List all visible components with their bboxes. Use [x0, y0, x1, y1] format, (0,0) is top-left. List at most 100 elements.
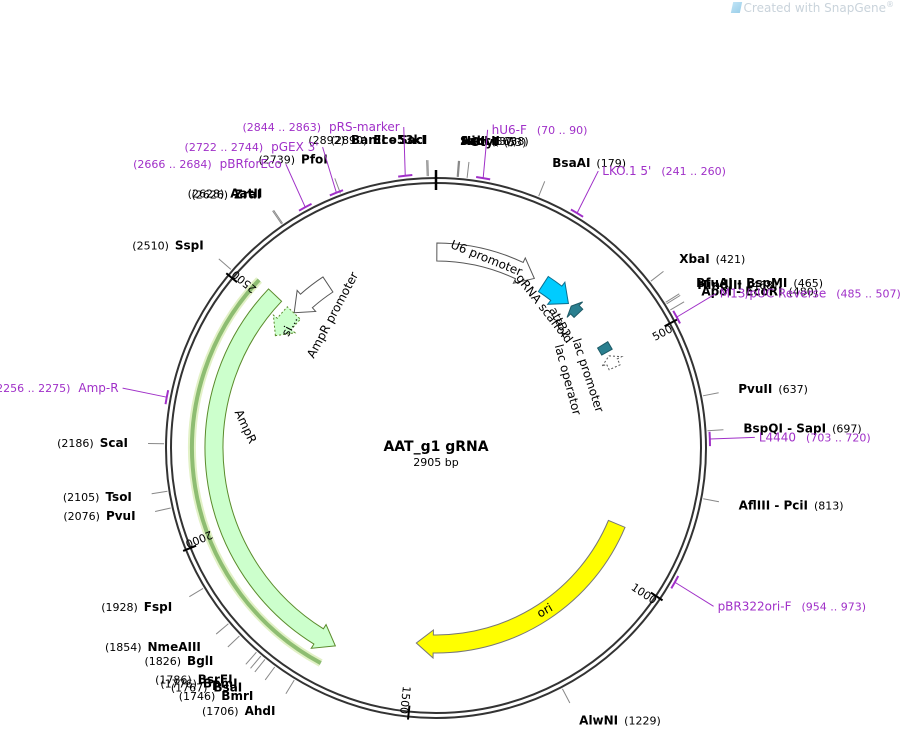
site-name: SspI: [175, 239, 204, 253]
site-name: HindIII: [697, 278, 742, 292]
site-name: PfoI: [301, 153, 328, 167]
site-pvui[interactable]: (2076)PvuI: [63, 509, 135, 523]
site-bsrfi[interactable]: (1786)BsrFI: [155, 672, 232, 686]
site-tick: [665, 293, 680, 303]
site-sali[interactable]: SalI (36): [460, 134, 514, 148]
site-tsoi[interactable]: (2105)TsoI: [63, 490, 132, 504]
tick-label: 1500: [397, 685, 413, 714]
primer-lko-1-5[interactable]: LKO.1 5'(241 .. 260): [602, 164, 726, 178]
site-position: (1928): [101, 601, 138, 614]
site-name: PvuI: [106, 509, 136, 523]
site-alwni[interactable]: AlwNI(1229): [579, 714, 661, 728]
site-styi[interactable]: StyI(53): [471, 135, 526, 149]
site-bpmi[interactable]: (1776)BpmI: [160, 677, 237, 691]
site-aatii[interactable]: (2628)AatII: [188, 187, 263, 201]
site-eco53ki[interactable]: (2890)Eco53kI: [331, 133, 426, 147]
feature-u6-promoter[interactable]: [436, 242, 536, 284]
site-bsaai[interactable]: BsaAI(179): [552, 156, 626, 170]
feature-attb2[interactable]: [566, 301, 584, 319]
site-tick: [154, 507, 171, 512]
site-tick: [273, 209, 284, 224]
feature-ampr[interactable]: [204, 288, 337, 649]
primer-prs-marker[interactable]: (2844 .. 2863)pRS-marker: [242, 120, 399, 134]
primer-text: (2666 .. 2684)pBRforEco: [133, 157, 282, 171]
primer-leader: [709, 436, 755, 440]
primer-pbrforeco[interactable]: (2666 .. 2684)pBRforEco: [133, 157, 282, 171]
site-zrai[interactable]: (2626)ZraI: [191, 187, 261, 201]
primer-hu6-f[interactable]: hU6-F(70 .. 90): [492, 123, 588, 137]
site-hindiii[interactable]: HindIII (468): [697, 278, 777, 292]
site-nmeaiii[interactable]: (1854)NmeAIII: [105, 640, 201, 654]
tick-mark: [182, 544, 197, 552]
site-position: (468): [748, 279, 778, 292]
feature-ampr-promoter[interactable]: [293, 276, 334, 314]
primer-text: (2256 .. 2275)Amp-R: [0, 381, 119, 395]
site-position: (813): [814, 499, 844, 512]
site-sspi[interactable]: (2510)SspI: [132, 239, 203, 253]
site-apoi-ecori[interactable]: ApoI - EcoRI(480): [701, 285, 818, 299]
primer-name: pBR322ori-F: [718, 599, 792, 613]
site-text: AlwNI(1229): [579, 714, 661, 728]
primer-name: L4440: [759, 430, 796, 444]
restriction-site-layer: SalI(36)AccI(37)HincII(38)StyI(53)BsaAI(…: [57, 133, 862, 728]
site-text: SalI (36): [460, 134, 514, 148]
site-tick: [426, 160, 428, 177]
site-scai[interactable]: (2186)ScaI: [57, 436, 128, 450]
site-bspqi-sapi[interactable]: BspQI - SapI(697): [743, 422, 861, 436]
watermark-brand: SnapGene: [824, 1, 886, 15]
site-tick: [218, 258, 232, 270]
primer-amp-r[interactable]: (2256 .. 2275)Amp-R: [0, 381, 119, 395]
feature-ori[interactable]: [415, 519, 626, 660]
primer-leader: [482, 129, 489, 179]
site-pfoi[interactable]: (2739)PfoI: [258, 153, 327, 167]
site-text: (1854)NmeAIII: [105, 640, 201, 654]
site-position: (465): [793, 277, 823, 290]
feature-si[interactable]: [272, 306, 302, 337]
site-xbai[interactable]: XbaI(421): [679, 252, 745, 266]
site-ahdi[interactable]: (1706)AhdI: [202, 704, 275, 718]
site-text: HincII(38): [461, 134, 528, 148]
site-acci[interactable]: AccI(37): [461, 134, 518, 148]
site-position: (1767): [171, 681, 208, 694]
primer-m13-puc-reverse[interactable]: M13/pUC Reverse(485 .. 507): [720, 287, 901, 301]
site-name: AccI: [461, 134, 489, 148]
site-name: SalI: [460, 134, 485, 148]
primer-l4440[interactable]: L4440(703 .. 720): [759, 430, 871, 444]
site-fspi[interactable]: (1928)FspI: [101, 600, 172, 614]
site-bsai[interactable]: (1767)BsaI: [171, 680, 242, 694]
site-tick: [466, 161, 470, 178]
primer-name: pBRforEco: [220, 157, 282, 171]
primer-pbr322ori-f[interactable]: pBR322ori-F(954 .. 973): [718, 599, 867, 613]
site-bmri[interactable]: (1746)BmrI: [179, 689, 254, 703]
site-position: (1706): [202, 705, 239, 718]
feature-lac-operator[interactable]: [596, 340, 613, 356]
feature-lac-promoter[interactable]: [600, 355, 624, 371]
feature-grna-scaffold[interactable]: [537, 275, 570, 305]
site-text: PvuII(637): [738, 382, 808, 396]
site-text: AccI(37): [461, 134, 518, 148]
site-text: (1786)BsrFI: [155, 672, 232, 686]
site-pvuii[interactable]: PvuII(637): [738, 382, 808, 396]
site-text: (1706)AhdI: [202, 704, 275, 718]
primer-range: (2256 .. 2275): [0, 382, 70, 395]
site-position: (2628): [188, 188, 225, 201]
site-bgli[interactable]: (1826)BglI: [144, 654, 213, 668]
site-text: (1767)BsaI: [171, 680, 242, 694]
site-bfuai-bspmi[interactable]: BfuAI - BspMI(465): [696, 276, 823, 290]
site-name: HincII: [461, 134, 500, 148]
primer-range: (241 .. 260): [661, 165, 726, 178]
site-tick: [245, 651, 257, 665]
snapgene-watermark: Created with SnapGene®: [730, 0, 894, 15]
site-banii-saci[interactable]: (2892)BanII - SacI: [308, 133, 427, 147]
site-position: (36): [491, 135, 514, 148]
primer-pgex-3[interactable]: (2722 .. 2744)pGEX 3': [185, 140, 319, 154]
site-name: BsaAI: [552, 156, 590, 170]
tick-mark: [664, 318, 678, 328]
primer-leader: [285, 163, 306, 208]
tick-label: 1000: [629, 581, 659, 607]
site-hincii[interactable]: HincII(38): [461, 134, 528, 148]
site-text: ApoI - EcoRI(480): [701, 285, 818, 299]
site-afliii-pcii[interactable]: AflIII - PciI(813): [739, 498, 844, 512]
site-position: (2105): [63, 491, 100, 504]
